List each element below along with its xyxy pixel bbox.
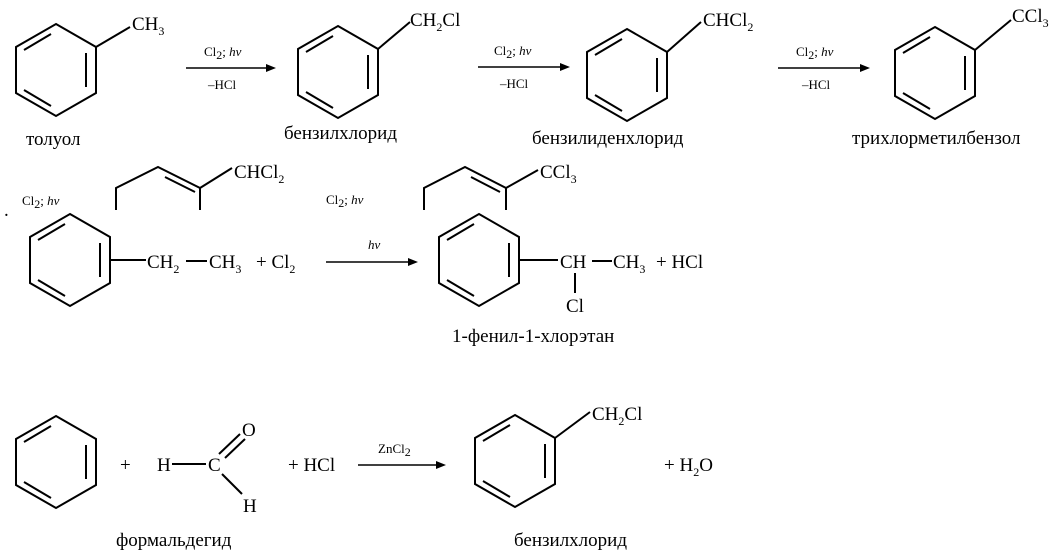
- benzyl-chloride-group: CH2Cl: [410, 10, 460, 34]
- benzotrichloride-group: CCl3: [1012, 6, 1049, 30]
- benzylidene-chloride-group: CHCl2: [703, 10, 753, 34]
- benzyl-chloride-name-row3: бензилхлорид: [514, 530, 627, 551]
- benzylidene-chloride-structure: CHCl2: [586, 10, 753, 123]
- plus-hcl-row3: + HCl: [288, 455, 335, 476]
- fragment-right-group: CCl3: [540, 162, 577, 186]
- phenylchloroethane-structure: CH CH3 Cl: [438, 212, 645, 317]
- reaction-arrow-3: Cl2; hv –HCl: [778, 44, 870, 92]
- arrow-hv-label: hv: [368, 237, 381, 252]
- benzotrichloride-name: трихлорметилбензол: [852, 128, 1021, 149]
- ethylbenzene-ch3: CH3: [209, 252, 241, 276]
- ethylbenzene-structure: CH2 CH3: [29, 212, 241, 308]
- benzotrichloride-structure: CCl3: [894, 6, 1049, 121]
- benzyl-chloride-group-row3: CH2Cl: [592, 404, 642, 428]
- toluene-name: толуол: [26, 129, 81, 150]
- ethylbenzene-ch2: CH2: [147, 252, 179, 276]
- product-ch: CH: [560, 252, 587, 273]
- benzyl-chloride-structure-row3: CH2Cl: [474, 404, 642, 509]
- benzene-ring: [15, 414, 97, 510]
- arrow1-byproduct: –HCl: [207, 77, 237, 92]
- fragment-right: CCl3 Cl2; hv: [326, 162, 577, 210]
- phenylchloroethane-name: 1-фенил-1-хлорэтан: [452, 326, 614, 347]
- fragment-left-reagent: Cl2; hv: [22, 193, 60, 211]
- product-cl: Cl: [566, 296, 584, 317]
- reaction-arrow-2: Cl2; hv –HCl: [478, 43, 570, 91]
- benzene-ring: [894, 25, 976, 121]
- plus-sign-1: +: [120, 455, 131, 476]
- catalyst-label: ZnCl2: [378, 441, 411, 459]
- arrow1-reagent: Cl2; hv: [204, 44, 242, 62]
- benzene-ring: [29, 212, 111, 308]
- benzene-ring: [586, 27, 668, 123]
- reaction-arrow-hv: hv: [326, 237, 418, 266]
- benzene-ring: [438, 212, 520, 308]
- reaction-arrow-1: Cl2; hv –HCl: [186, 44, 276, 92]
- formaldehyde-h-bottom: H: [243, 496, 257, 517]
- arrow3-reagent: Cl2; hv: [796, 44, 834, 62]
- fragment-left: CHCl2 Cl2; hv: [22, 162, 284, 211]
- formaldehyde-o: O: [242, 420, 256, 441]
- stray-dot: .: [4, 200, 9, 221]
- benzylidene-chloride-name: бензилиденхлорид: [532, 128, 684, 149]
- benzene-ring: [15, 22, 97, 118]
- toluene-structure: CH3: [15, 14, 164, 118]
- formaldehyde-h-left: H: [157, 455, 171, 476]
- plus-hcl-row2: + HCl: [656, 252, 703, 273]
- benzene-structure: [15, 414, 97, 510]
- arrow2-reagent: Cl2; hv: [494, 43, 532, 61]
- benzyl-chloride-name: бензилхлорид: [284, 123, 397, 144]
- formaldehyde-name: формальдегид: [116, 530, 232, 551]
- benzene-ring: [297, 24, 379, 120]
- reaction-arrow-zncl2: ZnCl2: [358, 441, 446, 469]
- benzyl-chloride-structure: CH2Cl: [297, 10, 460, 120]
- product-ch3: CH3: [613, 252, 645, 276]
- toluene-ch3-label: CH3: [132, 14, 164, 38]
- fragment-left-group: CHCl2: [234, 162, 284, 186]
- formaldehyde-c: C: [208, 455, 221, 476]
- plus-cl2: + Cl2: [256, 252, 295, 276]
- benzene-ring: [474, 413, 556, 509]
- formaldehyde-structure: H C O H: [157, 420, 257, 517]
- fragment-right-reagent: Cl2; hv: [326, 192, 364, 210]
- arrow2-byproduct: –HCl: [499, 76, 529, 91]
- plus-water: + H2O: [664, 455, 713, 479]
- arrow3-byproduct: –HCl: [801, 77, 831, 92]
